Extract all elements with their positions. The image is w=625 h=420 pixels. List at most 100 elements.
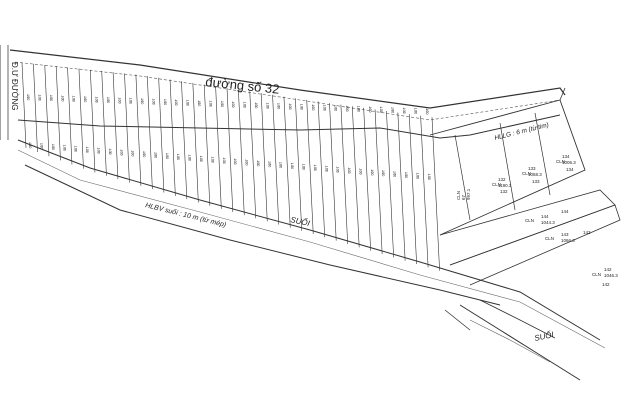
strip-lot-divider — [386, 110, 394, 258]
strip-lot-divider — [363, 107, 371, 251]
strip-lot-divider — [135, 74, 142, 186]
strip-lot-label-lower: ODT — [313, 164, 317, 171]
strip-lot-divider — [283, 96, 291, 228]
lot-142-area: 1046.3 — [604, 273, 618, 278]
strip-lot-divider — [431, 117, 440, 271]
setback-stream-label: HLBV suối : 10 m (từ mép) — [145, 201, 228, 229]
lot-143-code: CLN — [545, 236, 554, 241]
strip-lot-divider — [67, 67, 73, 165]
strip-lot-label-lower: ODT — [416, 172, 420, 179]
strip-lot-label: ODT — [334, 104, 338, 111]
strip-lot-divider — [340, 104, 348, 244]
strip-lot-label: ODT — [357, 105, 361, 112]
strip-lot-label: ODT — [106, 96, 110, 103]
lot-144-code: CLN — [525, 218, 534, 223]
strip-lot-label: ODT — [266, 102, 270, 109]
strip-lot-label: ODT — [425, 107, 429, 114]
strip-lot-label: ODT — [391, 106, 395, 113]
strip-lot-label: ODT — [27, 93, 31, 100]
strip-lot-label-lower: ODT — [382, 169, 386, 176]
strip-lot-divider — [272, 94, 280, 225]
strip-lot-label-lower: ODT — [393, 170, 397, 177]
strip-lot-label-lower: ODT — [154, 151, 158, 158]
lot-134-num: 134 — [562, 154, 570, 159]
strip-lot-label: ODT — [254, 101, 258, 108]
strip-lot-divider — [329, 103, 337, 241]
strip-lot-label-lower: ODT — [51, 143, 55, 150]
strip-lot-divider — [124, 73, 130, 183]
strip-lot-label: ODT — [289, 102, 293, 109]
strip-lot-label: ODT — [300, 103, 304, 110]
strip-lot-label-lower: ODT — [40, 142, 44, 149]
strip-lot-label: ODT — [49, 94, 53, 101]
strip-lot-divider — [203, 84, 211, 206]
strip-lot-label-lower: ODT — [211, 156, 215, 163]
strip-lot-label-lower: ODT — [120, 148, 124, 155]
strip-lot-label: ODT — [61, 94, 65, 101]
lot-front-line — [17, 114, 561, 139]
strip-lot-label-lower: ODT — [359, 167, 363, 174]
stream-label-upper: SUỐI — [290, 215, 312, 228]
lot-132-area: 1190.3 — [498, 183, 512, 188]
stream-boundaries — [17, 139, 606, 381]
strip-lot-divider — [90, 69, 96, 173]
strip-lot-label-lower: ODT — [74, 145, 78, 152]
strip-lot-label: ODT — [380, 106, 384, 113]
strip-lot-divider — [397, 112, 406, 261]
strip-lot-label: ODT — [277, 102, 281, 109]
setback-road-label: HLLG : 6 m (từ tim) — [494, 122, 550, 142]
strip-lot-label: ODT — [163, 98, 167, 105]
strip-lot-label: ODT — [243, 101, 247, 108]
strip-lot-label-lower: ODT — [177, 153, 181, 160]
strip-lot-divider — [238, 89, 245, 216]
strip-lot-label-lower: ODT — [200, 155, 204, 162]
strip-lots: ODT ODT ODT ODT ODT ODT ODT ODT ODT ODT ODT ODT ODT O… — [21, 62, 440, 271]
strip-lot-label-lower: ODT — [370, 168, 374, 175]
strip-lot-label-lower: ODT — [188, 154, 192, 161]
strip-lot-divider — [215, 86, 222, 209]
strip-lot-label-lower: ODT — [97, 147, 101, 154]
strip-lot-label-lower: ODT — [108, 147, 112, 154]
strip-lot-label-lower: ODT — [131, 149, 135, 156]
lot-134-small: 134 — [566, 167, 574, 172]
strip-lot-label: ODT — [186, 99, 190, 106]
strip-lot-label-lower: ODT — [348, 166, 352, 173]
lot-133-small: 133 — [532, 179, 540, 184]
right-lot-labels: CLN 67 997.1 CLN 132 1190.3 132 CLN 133 … — [456, 154, 618, 287]
strip-lot-label-lower: ODT — [302, 163, 306, 170]
lot-144-area: 1044.3 — [541, 220, 555, 225]
strip-lot-divider — [192, 82, 199, 203]
lot-134-code: CLN — [556, 159, 565, 164]
strip-lot-label: ODT — [198, 99, 202, 106]
lot-144-num: 144 — [541, 214, 549, 219]
strip-lot-divider — [374, 109, 383, 255]
strip-lot-label: ODT — [414, 107, 418, 114]
strip-lot-label: ODT — [346, 104, 350, 111]
strip-lot-label: ODT — [129, 97, 133, 104]
lot-142-num: 142 — [604, 267, 612, 272]
strip-lot-label-lower: ODT — [268, 160, 272, 167]
strip-lot-divider — [101, 71, 107, 176]
strip-lot-label-lower: ODT — [86, 146, 90, 153]
strip-lot-label: ODT — [95, 96, 99, 103]
strip-lot-divider — [33, 63, 38, 153]
strip-lot-label-lower: ODT — [279, 161, 283, 168]
strip-lot-divider — [408, 114, 417, 265]
strip-lot-divider — [146, 76, 153, 190]
strip-lot-divider — [295, 98, 303, 231]
strip-lot-divider — [169, 79, 176, 196]
strip-lot-label-lower: ODT — [165, 152, 169, 159]
lot-132-code: CLN — [492, 182, 501, 187]
strip-lot-label: ODT — [220, 100, 224, 107]
strip-lot-divider — [226, 88, 234, 212]
strip-lot-divider — [260, 93, 268, 222]
strip-lot-divider — [317, 101, 326, 238]
strip-lot-divider — [158, 77, 165, 193]
lot-142-code: CLN — [592, 272, 601, 277]
strip-lot-label-lower: ODT — [325, 165, 329, 172]
lot-133-code: CLN — [522, 171, 531, 176]
strip-lot-label-lower: ODT — [336, 166, 340, 173]
lot-142-small: 142 — [602, 282, 610, 287]
right-lots — [429, 87, 621, 286]
